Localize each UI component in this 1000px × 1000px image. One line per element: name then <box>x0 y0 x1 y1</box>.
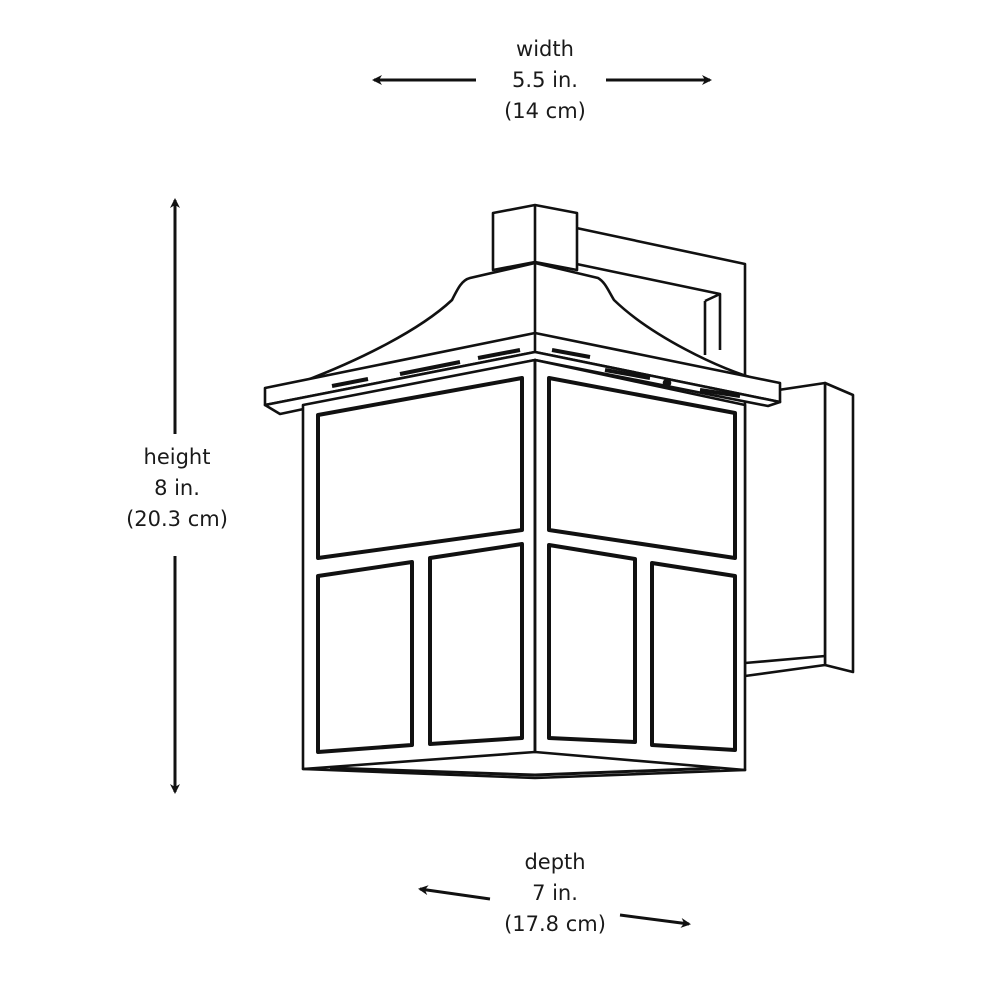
height-name: height <box>143 445 211 469</box>
depth-arrows <box>418 885 691 928</box>
glass-pane <box>650 561 737 752</box>
depth-arrow-left-icon <box>418 885 491 901</box>
height-metric: (20.3 cm) <box>126 507 228 531</box>
glass-panels-right <box>547 376 737 752</box>
glass-pane <box>547 376 737 560</box>
lantern-bottom <box>301 750 747 780</box>
glass-pane <box>316 376 524 560</box>
glass-pane <box>316 560 414 754</box>
glass-pane <box>428 542 524 746</box>
width-dimension-label: width 5.5 in. (14 cm) <box>470 34 620 127</box>
wall-mount-plate <box>743 381 855 678</box>
depth-metric: (17.8 cm) <box>504 912 606 936</box>
depth-name: depth <box>524 850 586 874</box>
height-dimension-label: height 8 in. (20.3 cm) <box>112 442 242 535</box>
depth-dimension-label: depth 7 in. (17.8 cm) <box>475 847 635 940</box>
glass-pane <box>547 543 637 744</box>
width-imperial: 5.5 in. <box>512 68 578 92</box>
roof-eave <box>263 331 782 416</box>
depth-imperial: 7 in. <box>532 881 578 905</box>
mount-arm <box>566 224 747 377</box>
top-cap <box>491 203 579 272</box>
width-metric: (14 cm) <box>504 99 586 123</box>
lantern-icon <box>263 203 855 780</box>
width-name: width <box>516 37 574 61</box>
roof <box>300 261 762 384</box>
glass-panels-left <box>316 376 524 754</box>
height-imperial: 8 in. <box>154 476 200 500</box>
depth-arrow-right-icon <box>619 913 691 928</box>
